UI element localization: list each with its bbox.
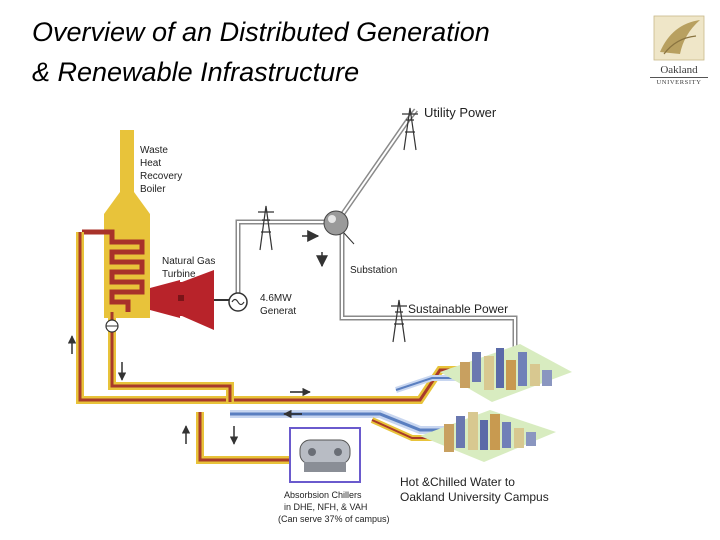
slide-title: Overview of an Distributed Generation & … bbox=[32, 12, 632, 92]
label-boiler-line: Boiler bbox=[140, 184, 166, 195]
heat-exchanger-coil bbox=[82, 229, 145, 312]
absorption-chiller-image bbox=[289, 427, 361, 483]
transmission-tower-icon bbox=[391, 299, 407, 343]
logo-emblem-icon bbox=[653, 15, 705, 61]
generator-icon bbox=[214, 292, 248, 312]
label-campus-line: Oakland University Campus bbox=[400, 490, 549, 504]
transmission-tower-icon bbox=[258, 205, 274, 251]
label-chillers-line: (Can serve 37% of campus) bbox=[278, 514, 390, 524]
label-chillers-line: in DHE, NFH, & VAH bbox=[284, 502, 367, 512]
transmission-tower-icon bbox=[402, 107, 418, 151]
label-campus-line: Hot &Chilled Water to bbox=[400, 475, 515, 489]
label-generator: 4.6MW Generat bbox=[260, 293, 296, 317]
label-turbine-line: Natural Gas bbox=[162, 256, 215, 267]
title-line-2: & Renewable Infrastructure bbox=[32, 57, 360, 87]
campus-buildings-icon bbox=[440, 344, 572, 402]
label-turbine: Natural Gas Turbine bbox=[162, 256, 215, 280]
label-substation: Substation bbox=[350, 265, 397, 276]
label-chillers: Absorbsion Chillers in DHE, NFH, & VAH (… bbox=[278, 490, 390, 524]
label-boiler: Waste Heat Recovery Boiler bbox=[140, 145, 182, 195]
power-lines bbox=[235, 108, 518, 368]
title-line-1: Overview of an Distributed Generation bbox=[32, 17, 490, 47]
label-utility-power: Utility Power bbox=[424, 105, 497, 120]
label-turbine-line: Turbine bbox=[162, 269, 196, 280]
label-generator-line: Generat bbox=[260, 306, 296, 317]
logo-subtitle: UNIVERSITY bbox=[650, 77, 708, 86]
logo-name: Oakland bbox=[660, 64, 698, 76]
substation-sphere-icon bbox=[323, 210, 349, 236]
power-line-sustainable bbox=[339, 232, 518, 368]
gas-turbine-icon bbox=[150, 270, 214, 330]
university-logo: Oakland UNIVERSITY bbox=[650, 14, 708, 94]
label-sustainable-power: Sustainable Power bbox=[408, 302, 508, 316]
label-chillers-line: Absorbsion Chillers bbox=[284, 490, 362, 500]
label-generator-line: 4.6MW bbox=[260, 293, 292, 304]
campus-buildings-icon bbox=[420, 410, 556, 462]
pump-icon bbox=[105, 319, 119, 333]
label-boiler-line: Heat bbox=[140, 158, 161, 169]
label-boiler-line: Recovery bbox=[140, 171, 182, 182]
power-line-generator-to-substation bbox=[235, 219, 332, 302]
label-campus: Hot &Chilled Water to Oakland University… bbox=[400, 475, 549, 504]
waste-heat-boiler bbox=[104, 130, 150, 318]
substation-pointer bbox=[343, 232, 355, 245]
label-boiler-line: Waste bbox=[140, 145, 168, 156]
